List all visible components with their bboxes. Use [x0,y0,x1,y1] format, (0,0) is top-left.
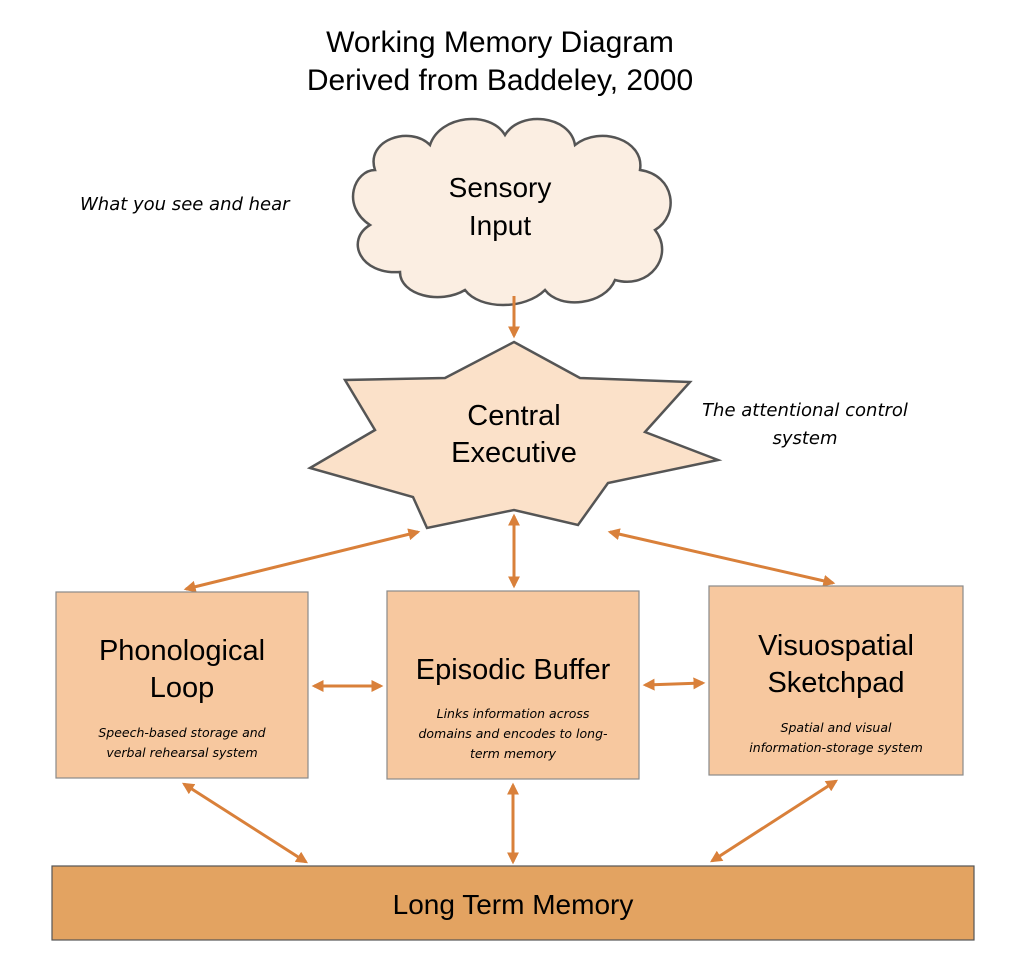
central-executive-note-1: The attentional control [702,400,908,421]
sensory-input-note: What you see and hear [80,194,291,215]
arrow-executive-visuospatial [607,528,836,587]
sensory-input-label-2: Input [469,210,531,241]
sensory-input-label-1: Sensory [449,172,552,203]
title-line-2: Derived from Baddeley, 2000 [307,64,693,97]
long-term-memory-box [51,865,975,941]
central-executive-label-1: Central [467,400,561,432]
title-line-1: Working Memory Diagram [326,26,674,59]
central-executive-note-2: system [772,428,837,449]
central-executive-label-2: Executive [451,437,577,469]
visuospatial-sketchpad-desc-2: information-storage system [749,740,923,755]
arrow-phonological-ltm [181,782,309,864]
episodic-buffer-desc-1: Links information across [437,706,590,721]
long-term-memory-label: Long Term Memory [393,889,634,920]
arrow-visuospatial-ltm [709,779,839,863]
episodic-buffer-box [386,590,640,780]
phonological-loop-label-2: Loop [150,672,215,704]
episodic-buffer-desc-3: term memory [470,746,557,761]
visuospatial-sketchpad-box [708,585,964,776]
arrow-executive-phonological [183,528,421,593]
phonological-loop-box [55,591,309,779]
visuospatial-sketchpad-label-2: Sketchpad [767,667,904,699]
sensory-input-cloud [351,117,672,307]
episodic-buffer-desc-2: domains and encodes to long- [418,726,608,741]
arrow-episodic-visuospatial [642,677,706,691]
visuospatial-sketchpad-label-1: Visuospatial [758,630,914,662]
visuospatial-sketchpad-desc-1: Spatial and visual [781,720,892,735]
phonological-loop-desc-1: Speech-based storage and [98,725,265,740]
phonological-loop-label-1: Phonological [99,635,265,667]
central-executive-star [306,340,723,530]
episodic-buffer-label: Episodic Buffer [416,654,611,686]
phonological-loop-desc-2: verbal rehearsal system [106,745,257,760]
